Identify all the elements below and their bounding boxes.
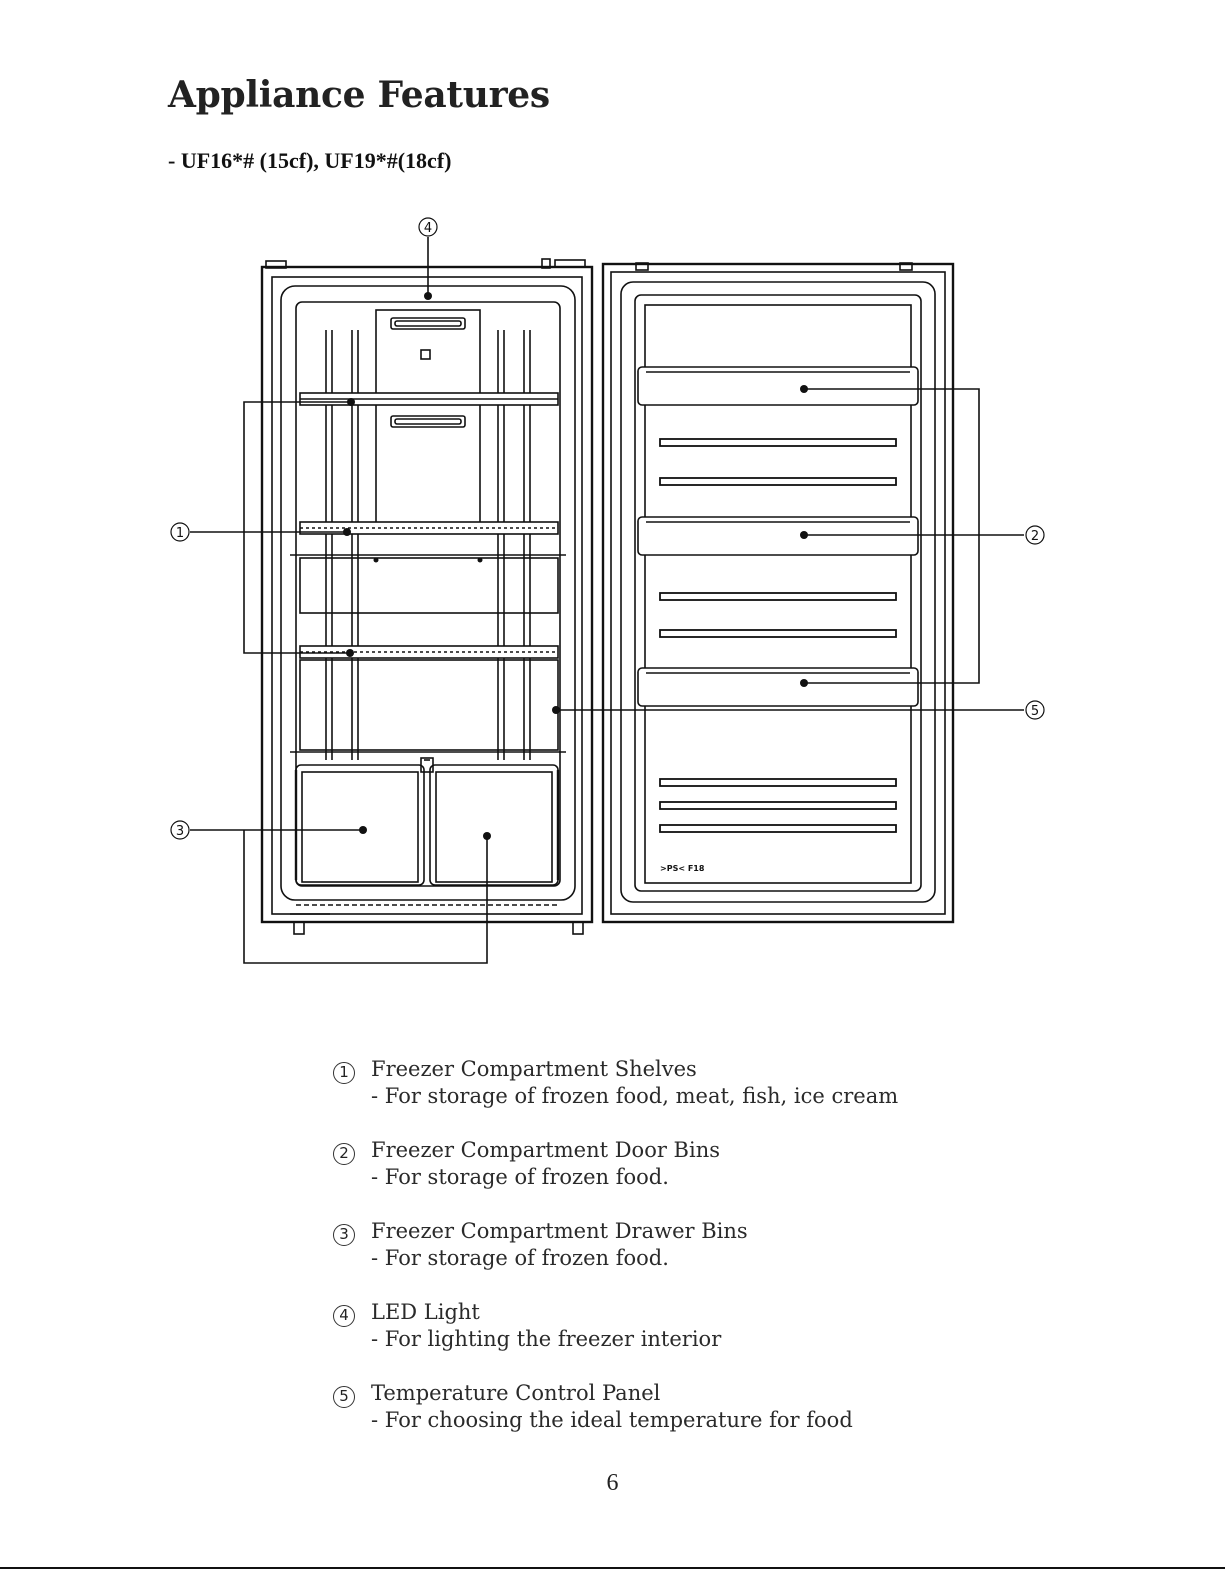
callout-4: 4	[418, 217, 438, 237]
model-numbers: - UF16*# (15cf), UF19*#(18cf)	[168, 148, 452, 173]
legend-number: 3	[333, 1224, 355, 1246]
legend-number: 4	[333, 1305, 355, 1327]
door-model-label: >PS< F18	[660, 864, 705, 873]
freezer-diagram: 1 2 3 4 5 >PS< F18	[170, 217, 1045, 964]
legend-title: Freezer Compartment Shelves	[371, 1057, 697, 1081]
legend-number: 2	[333, 1143, 355, 1165]
svg-text:4: 4	[424, 221, 432, 236]
legend-description: - For choosing the ideal temperature for…	[371, 1408, 853, 1432]
legend-number: 1	[333, 1062, 355, 1084]
svg-text:3: 3	[176, 824, 184, 839]
legend-description: - For lighting the freezer interior	[371, 1327, 722, 1351]
legend-description: - For storage of frozen food.	[371, 1246, 669, 1270]
legend-number: 5	[333, 1386, 355, 1408]
legend-item-1: 1 Freezer Compartment Shelves - For stor…	[333, 1057, 1033, 1138]
legend-title: Freezer Compartment Door Bins	[371, 1138, 721, 1162]
callout-1: 1	[170, 522, 190, 542]
callout-dots	[343, 292, 808, 840]
legend-title: LED Light	[371, 1300, 480, 1324]
legend-item-2: 2 Freezer Compartment Door Bins - For st…	[333, 1138, 1033, 1219]
legend-item-4: 4 LED Light - For lighting the freezer i…	[333, 1300, 1033, 1381]
svg-text:1: 1	[176, 526, 184, 541]
legend-description: - For storage of frozen food.	[371, 1165, 669, 1189]
feature-legend: 1 Freezer Compartment Shelves - For stor…	[333, 1057, 1033, 1462]
svg-text:5: 5	[1031, 704, 1039, 719]
callout-lines	[190, 237, 1024, 964]
legend-item-3: 3 Freezer Compartment Drawer Bins - For …	[333, 1219, 1033, 1300]
callout-3: 3	[170, 820, 190, 840]
legend-title: Freezer Compartment Drawer Bins	[371, 1219, 748, 1243]
legend-description: - For storage of frozen food, meat, fish…	[371, 1084, 899, 1108]
page-title: Appliance Features	[168, 74, 550, 116]
page-number: 6	[606, 1470, 619, 1496]
bottom-rule	[0, 1567, 1225, 1569]
callout-5: 5	[1025, 700, 1045, 720]
legend-title: Temperature Control Panel	[371, 1381, 661, 1405]
legend-item-5: 5 Temperature Control Panel - For choosi…	[333, 1381, 1033, 1462]
svg-text:2: 2	[1031, 529, 1039, 544]
callout-2: 2	[1025, 525, 1045, 545]
freezer-cabinet	[260, 258, 594, 935]
freezer-door	[601, 262, 955, 924]
